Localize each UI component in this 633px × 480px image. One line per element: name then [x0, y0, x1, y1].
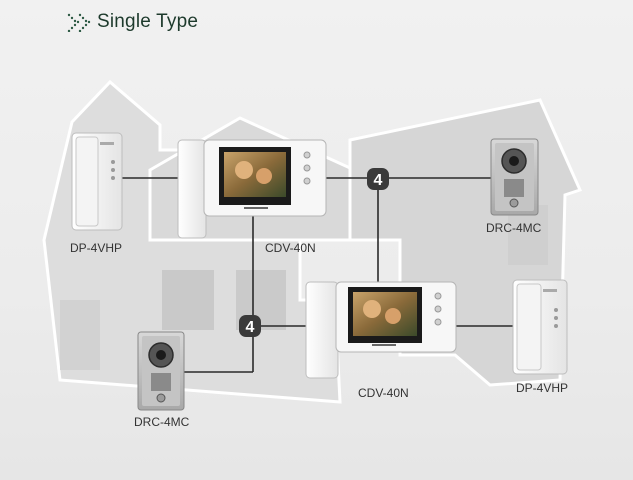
wire-badge-top-text: 4	[374, 172, 383, 189]
monitor-bottom-device	[305, 281, 457, 379]
wire-badge-top: 4	[367, 168, 389, 190]
wire-badge-bottom: 4	[239, 315, 261, 337]
monitor-top-device	[177, 139, 327, 239]
handset-left-device	[71, 132, 123, 231]
label-door-right: DRC-4MC	[486, 221, 542, 235]
handset-right-device	[512, 279, 568, 375]
label-monitor-top: CDV-40N	[265, 241, 316, 255]
door-camera-right-device	[490, 138, 539, 216]
wire-badge-bottom-text: 4	[246, 319, 255, 336]
double-chevron-right-icon	[67, 13, 91, 32]
page-header: Single Type	[66, 8, 198, 36]
label-monitor-bottom: CDV-40N	[358, 386, 409, 400]
wires	[120, 177, 516, 373]
page-title: Single Type	[97, 11, 199, 32]
label-handset-right: DP-4VHP	[516, 381, 569, 395]
label-handset-left: DP-4VHP	[70, 241, 123, 255]
label-door-left: DRC-4MC	[134, 415, 190, 429]
door-camera-left-device	[137, 331, 185, 411]
